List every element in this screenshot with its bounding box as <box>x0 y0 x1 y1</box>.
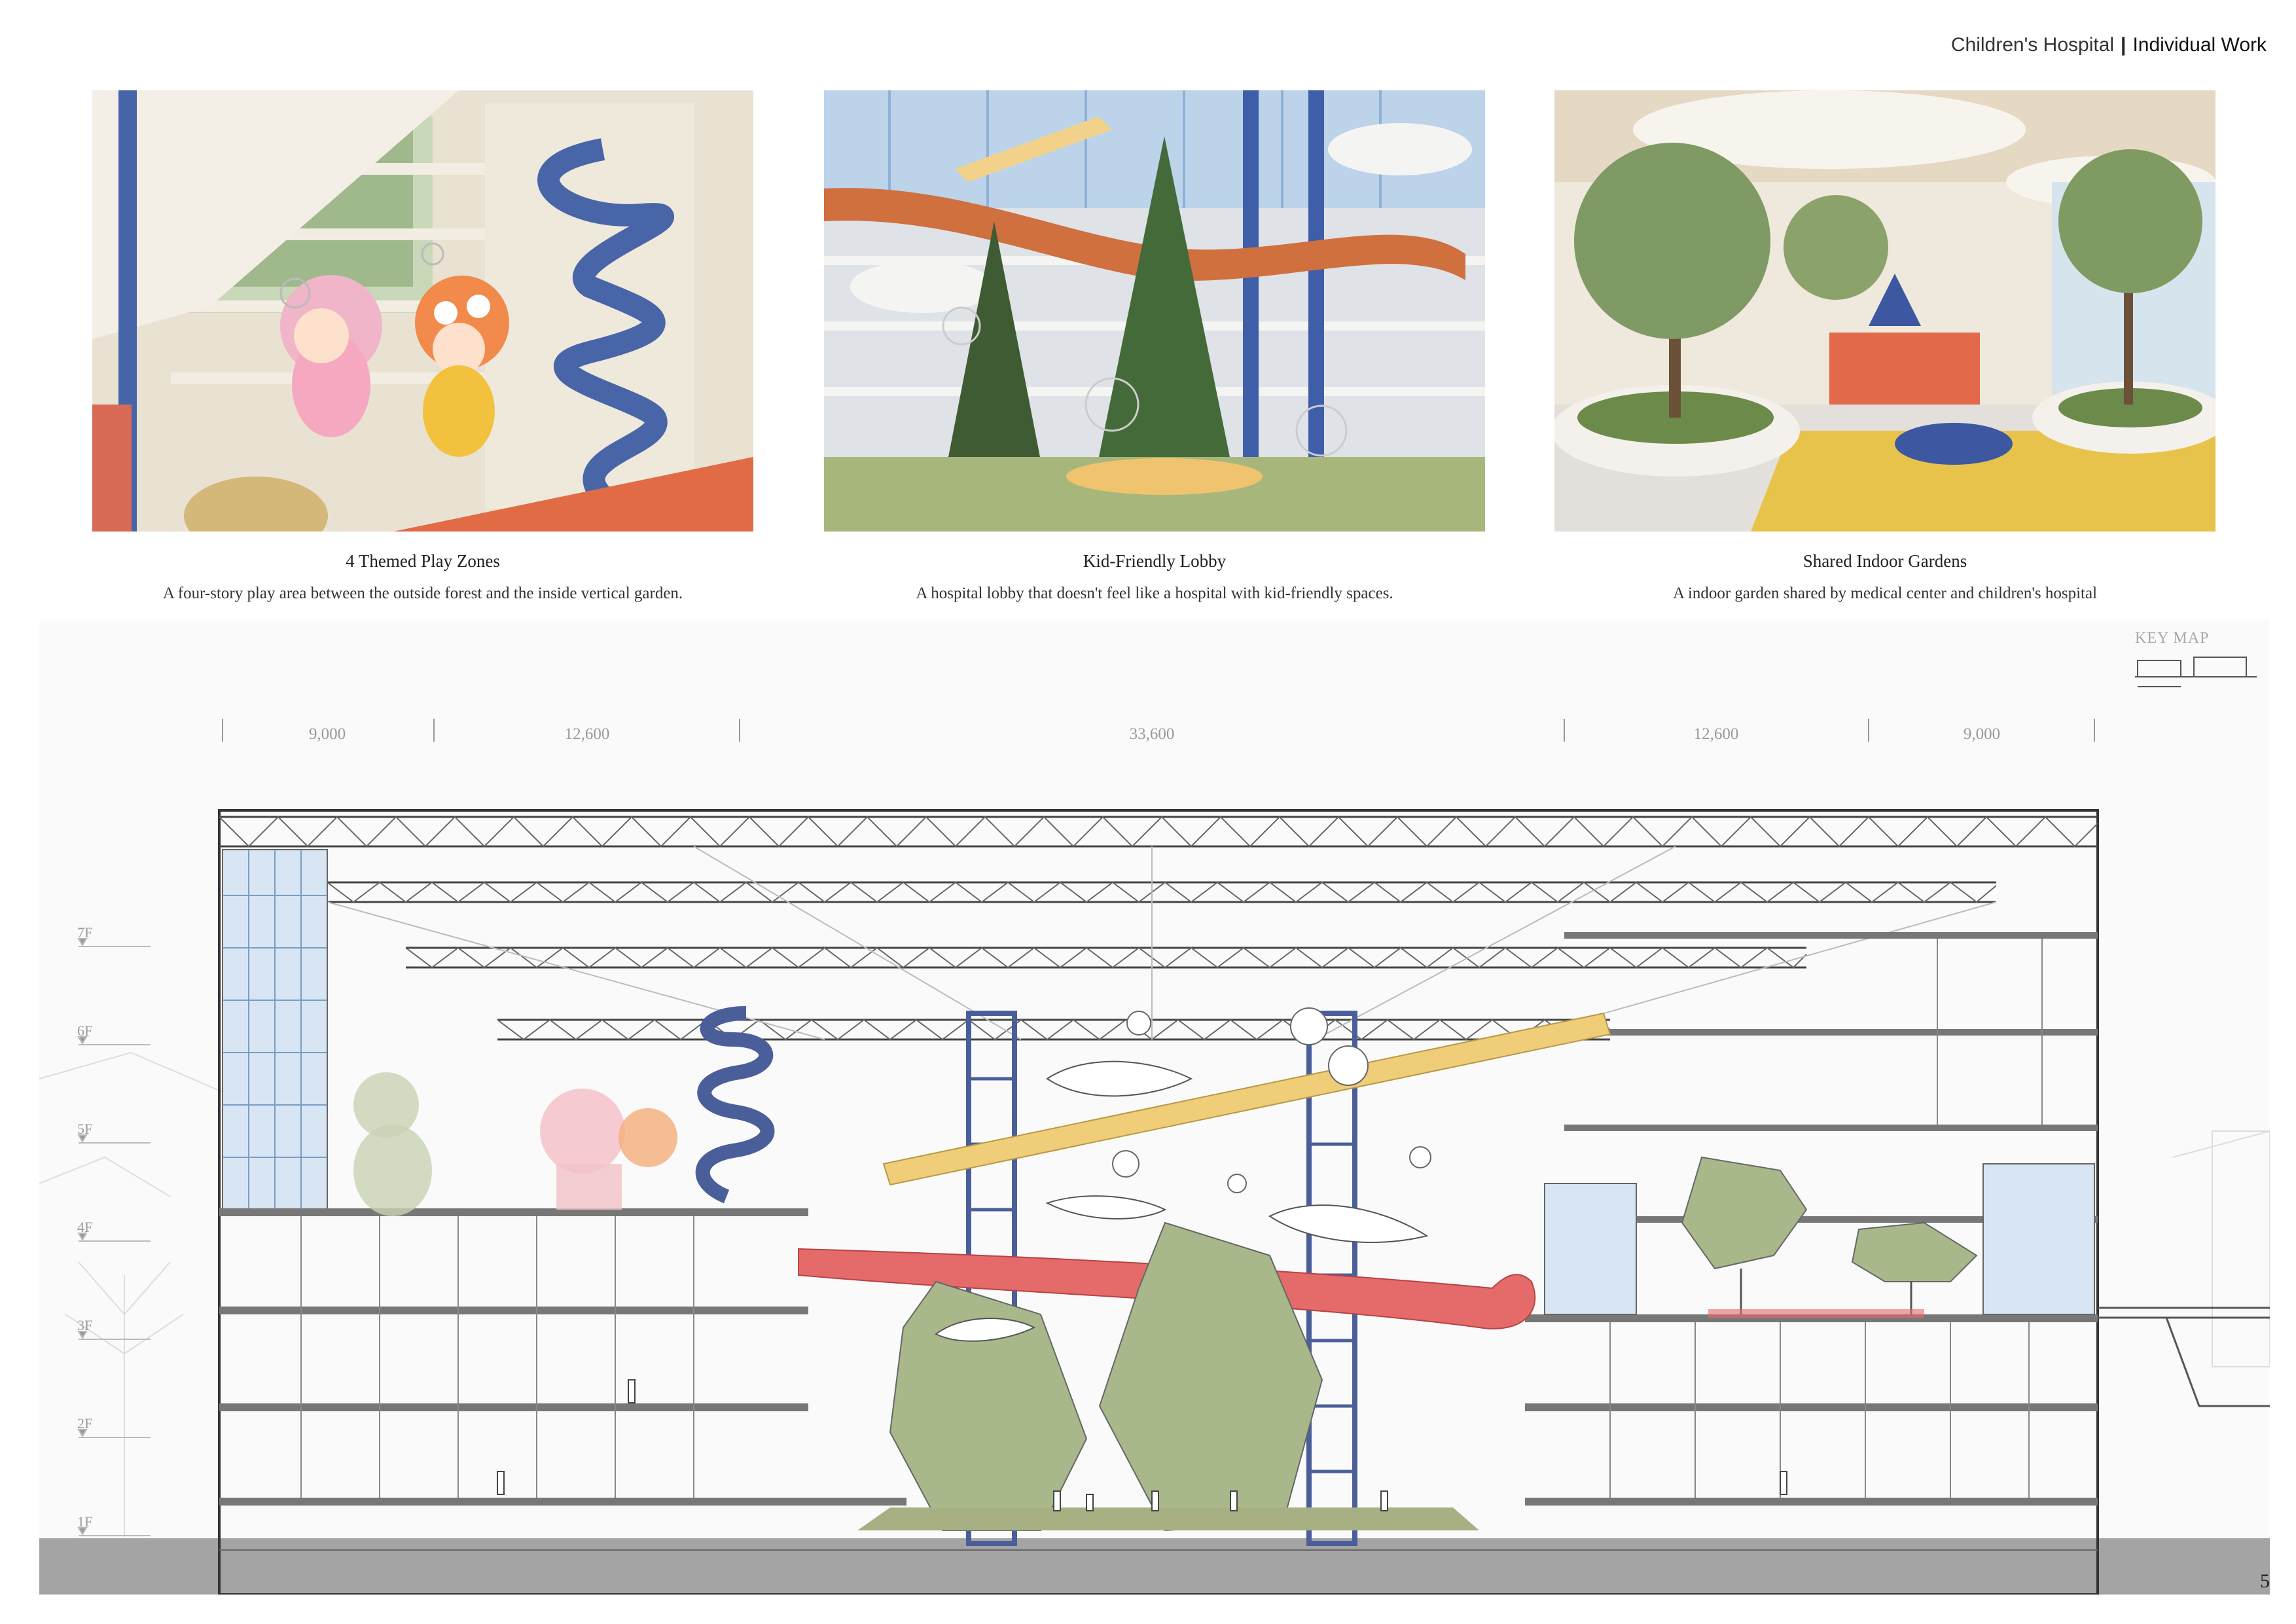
key-map: KEY MAP <box>2135 630 2266 702</box>
dimension-label: 33,600 <box>1129 725 1175 743</box>
gardens-rendering <box>1554 90 2215 532</box>
header-divider: | <box>2121 34 2126 56</box>
floor-label: 3F <box>77 1317 93 1333</box>
play-zones-rendering <box>92 90 753 532</box>
dimension-label: 9,000 <box>308 725 346 743</box>
floor-label: 6F <box>77 1022 93 1039</box>
key-map-diagram <box>2135 657 2257 687</box>
key-map-label: KEY MAP <box>2135 630 2210 647</box>
lobby-rendering <box>824 90 1485 532</box>
floor-label: 1F <box>77 1513 93 1530</box>
page-header: Children's Hospital | Individual Work <box>1951 34 2267 56</box>
building-section-drawing <box>39 621 2270 1595</box>
floor-label: 5F <box>77 1121 93 1137</box>
page-number: 5 <box>2260 1570 2270 1592</box>
dimension-label: 9,000 <box>1963 725 2001 743</box>
work-type: Individual Work <box>2132 34 2267 56</box>
panel-desc-play-zones: A four-story play area between the outsi… <box>162 585 683 602</box>
dimension-label: 12,600 <box>1693 725 1739 743</box>
floor-label: 7F <box>77 924 93 941</box>
project-title: Children's Hospital <box>1950 34 2115 56</box>
panel-title-lobby: Kid-Friendly Lobby <box>1083 551 1227 571</box>
floor-label: 2F <box>77 1415 93 1432</box>
panel-desc-gardens: A indoor garden shared by medical center… <box>1672 585 2098 602</box>
panel-title-play-zones: 4 Themed Play Zones <box>346 551 500 571</box>
panel-title-gardens: Shared Indoor Gardens <box>1803 551 1967 571</box>
panel-desc-lobby: A hospital lobby that doesn't feel like … <box>916 585 1393 602</box>
dimension-label: 12,600 <box>564 725 610 743</box>
floor-label: 4F <box>77 1219 93 1235</box>
